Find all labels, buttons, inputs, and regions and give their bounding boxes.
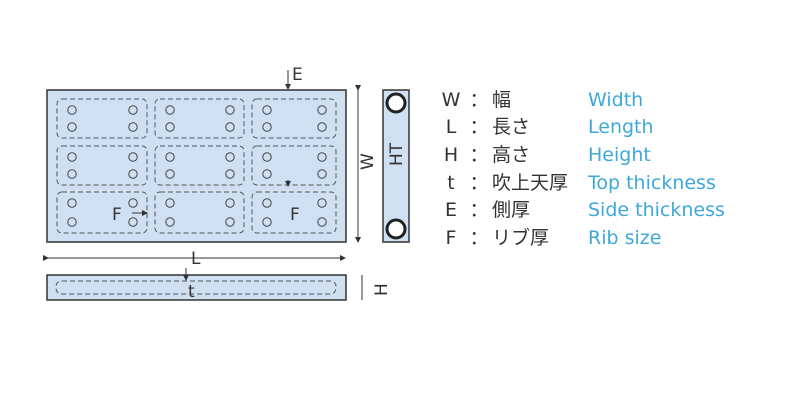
bolt-hole [225, 122, 235, 132]
f-label-left: F [112, 205, 122, 225]
legend-english: Length [588, 116, 654, 139]
bolt-hole [165, 122, 175, 132]
bolt-hole [67, 217, 77, 227]
h-label: H [372, 283, 392, 296]
t-label: t [188, 282, 195, 302]
legend-symbol: L [445, 116, 457, 139]
legend-row-rib-size: F ：リブ厚 Rib size [436, 224, 725, 252]
bolt-hole [165, 198, 175, 208]
bolt-hole [128, 122, 138, 132]
legend-japanese: 側厚 [492, 199, 531, 222]
legend-separator: ： [469, 171, 489, 194]
w-label: W [358, 153, 378, 170]
bottom-view-plate [46, 274, 347, 301]
side-view-label: HT [387, 142, 407, 166]
bolt-hole [317, 217, 327, 227]
bolt-hole [317, 198, 327, 208]
side-hole-bottom [385, 218, 407, 240]
bolt-hole [317, 105, 327, 115]
f-label-right: F [290, 205, 300, 225]
bolt-hole [262, 152, 272, 162]
side-view-plate [382, 89, 410, 243]
legend-row-height: H ：高さ Height [436, 141, 725, 169]
bolt-hole [165, 152, 175, 162]
legend-japanese: 高さ [492, 143, 531, 166]
legend-english: Top thickness [588, 171, 716, 194]
pocket [154, 98, 245, 139]
legend-english: Side thickness [588, 199, 725, 222]
legend-separator: ： [469, 143, 489, 166]
bottom-pocket-outline [55, 280, 337, 295]
bolt-hole [67, 198, 77, 208]
bolt-hole [128, 217, 138, 227]
bolt-hole [165, 217, 175, 227]
bolt-hole [67, 169, 77, 179]
pocket [154, 145, 245, 186]
bolt-hole [225, 152, 235, 162]
bolt-hole [262, 198, 272, 208]
bolt-hole [165, 105, 175, 115]
pocket [154, 191, 245, 234]
legend-separator: ： [469, 226, 489, 249]
pocket [251, 98, 337, 139]
legend-japanese: 吹上天厚 [492, 171, 569, 194]
legend-symbol: F [445, 226, 457, 249]
pocket [56, 145, 148, 186]
legend-row-side-thickness: E ：側厚 Side thickness [436, 196, 725, 224]
legend-japanese: リブ厚 [492, 226, 550, 249]
legend-symbol: t [447, 171, 455, 194]
bolt-hole [262, 169, 272, 179]
bolt-hole [225, 198, 235, 208]
bolt-hole [317, 152, 327, 162]
bolt-hole [262, 105, 272, 115]
bolt-hole [262, 122, 272, 132]
pocket [251, 145, 337, 186]
bolt-hole [165, 169, 175, 179]
pocket [56, 98, 148, 139]
bolt-hole [128, 152, 138, 162]
legend-japanese: 幅 [492, 88, 512, 111]
pocket-grid [56, 98, 337, 234]
legend-symbol: W [441, 88, 461, 111]
legend-row-top-thickness: t ：吹上天厚 Top thickness [436, 169, 725, 197]
pocket [251, 191, 337, 234]
legend-separator: ： [469, 116, 489, 139]
legend-separator: ： [469, 199, 489, 222]
top-view-plate [46, 89, 347, 243]
bolt-hole [262, 217, 272, 227]
legend-row-width: W ：幅 Width [436, 86, 725, 114]
bolt-hole [128, 169, 138, 179]
legend-english: Rib size [588, 226, 662, 249]
legend-english: Height [588, 143, 651, 166]
bolt-hole [225, 169, 235, 179]
bolt-hole [225, 105, 235, 115]
bolt-hole [67, 105, 77, 115]
bolt-hole [128, 105, 138, 115]
bolt-hole [67, 152, 77, 162]
side-hole-top [385, 92, 407, 114]
bolt-hole [317, 122, 327, 132]
legend-symbol: H [443, 143, 459, 166]
legend-symbol: E [444, 199, 457, 222]
legend-japanese: 長さ [492, 116, 531, 139]
l-label: L [191, 249, 201, 269]
e-label: E [292, 65, 303, 85]
legend-english: Width [588, 88, 644, 111]
bolt-hole [67, 122, 77, 132]
pocket [56, 191, 148, 234]
legend-separator: ： [469, 88, 489, 111]
bolt-hole [225, 217, 235, 227]
bolt-hole [128, 198, 138, 208]
bolt-hole [317, 169, 327, 179]
legend-row-length: L ：長さ Length [436, 114, 725, 142]
